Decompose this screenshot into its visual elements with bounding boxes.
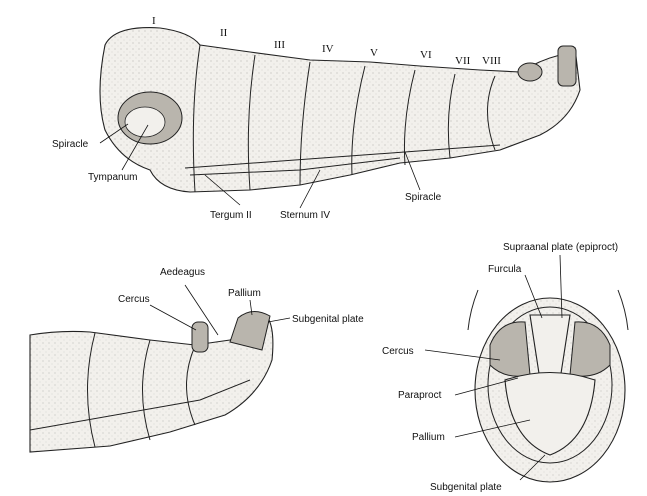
segment-numeral: II — [220, 27, 228, 39]
segment-numeral: IV — [322, 43, 334, 55]
segment-numeral: VIII — [482, 55, 501, 67]
segment-numeral: VI — [420, 49, 432, 61]
label-furcula: Furcula — [488, 264, 522, 275]
segment-numeral: VII — [455, 55, 471, 67]
label-spiracle: Spiracle — [405, 192, 442, 203]
label-supraanal-plate: Supraanal plate (epiproct) — [503, 242, 618, 253]
terminal-appendage — [518, 63, 542, 81]
bottom-right-view: Supraanal plate (epiproct) Furcula Cercu… — [382, 242, 628, 493]
label-pallium: Pallium — [412, 432, 445, 443]
bottom-left-view: Aedeagus Cercus Pallium Subgenital plate — [30, 267, 364, 452]
label-subgenital-plate: Subgenital plate — [430, 482, 502, 493]
label-sternum: Sternum IV — [280, 210, 330, 221]
label-tympanum: Tympanum — [88, 172, 137, 183]
label-pallium: Pallium — [228, 288, 261, 299]
terminal-appendage — [558, 46, 576, 86]
label-paraproct: Paraproct — [398, 390, 442, 401]
label-tergum: Tergum II — [210, 210, 252, 221]
label-subgenital-plate: Subgenital plate — [292, 314, 364, 325]
segment-numeral: V — [370, 47, 378, 59]
top-lateral-view: I II III IV V VI VII VIII Spiracle Tympa… — [52, 15, 580, 221]
label-spiracle: Spiracle — [52, 139, 89, 150]
cercus-shape — [192, 322, 208, 352]
segment-numeral: III — [274, 39, 285, 51]
label-cercus: Cercus — [382, 346, 414, 357]
segment-numeral: I — [152, 15, 156, 27]
label-aedeagus: Aedeagus — [160, 267, 205, 278]
label-cercus: Cercus — [118, 294, 150, 305]
